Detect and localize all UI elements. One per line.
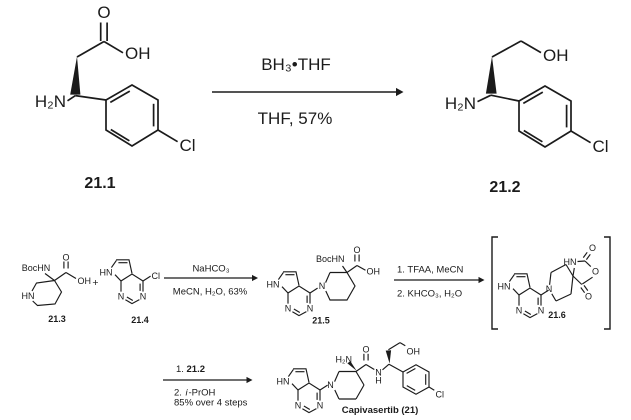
atom-label-n-piperidine: N [546, 284, 553, 294]
compound-label-21-3: 21.3 [48, 314, 66, 324]
atom-label-n-right: N [538, 305, 545, 315]
arrowhead [478, 276, 485, 284]
atom-label-carbonyl-o: O [362, 345, 369, 355]
conditions-below: MeCN, H₂O, 63% [173, 287, 248, 298]
atom-label-o-top: O [589, 243, 596, 253]
conditions-above: NaHCO₃ [192, 264, 229, 275]
stereo-wedge-bond [485, 56, 497, 94]
atom-label-n-left: N [295, 400, 302, 410]
atom-label-oh: OH [407, 347, 421, 357]
compound-label-21-1: 21.1 [84, 175, 115, 192]
reaction-arrow-top: BH₃•THF THF, 57% [212, 55, 404, 128]
stereo-wedge-bond [385, 350, 392, 364]
molecule-21-6: HN N N N HN O O O 21.6 [498, 243, 600, 320]
molecule-21-1: O OH H₂N Cl 21.1 [35, 3, 196, 192]
atom-label-n-left: N [285, 303, 292, 313]
arrowhead [246, 376, 253, 384]
conditions-line2-rest: -PrOH [189, 388, 216, 399]
stereo-wedge-bond [70, 56, 81, 95]
conditions-line1-compound-ref: 21.2 [187, 364, 206, 375]
atom-label-n-right: N [140, 291, 147, 301]
atom-label-hn: HN [267, 279, 280, 289]
atom-label-oh: OH [543, 46, 569, 65]
atom-label-n-piperidine: N [327, 380, 334, 390]
compound-label-capivasertib: Capivasertib (21) [342, 405, 419, 416]
reaction-arrow-step1: NaHCO₃ MeCN, H₂O, 63% [164, 264, 258, 298]
atom-label-oh: OH [125, 44, 151, 63]
atom-label-hn: HN [100, 267, 113, 277]
atom-label-hn: HN [498, 281, 511, 291]
atom-label-n-right: N [307, 303, 314, 313]
atom-label-cl: Cl [152, 271, 161, 281]
atom-label-h2n: H₂N [35, 92, 66, 111]
conditions-line2-number: 2. [174, 388, 182, 399]
compound-label-21-6: 21.6 [548, 310, 566, 320]
atom-label-bochn: BocHN [22, 263, 51, 273]
atom-label-cl: Cl [593, 137, 609, 156]
atom-label-cl: Cl [180, 136, 196, 155]
atom-label-oh: OH [78, 276, 92, 286]
arrowhead [396, 87, 404, 97]
atom-label-h2n: H₂N [336, 355, 353, 365]
atom-label-n-left: N [516, 305, 523, 315]
atom-label-bochn: BocHN [316, 254, 345, 264]
reaction-arrow-step3: 1. 21.2 2. i -PrOH 85% over 4 steps [163, 364, 253, 409]
atom-label-o-ring: O [592, 267, 599, 277]
conditions-line1: 1. TFAA, MeCN [397, 265, 463, 276]
conditions-line1-number: 1. [176, 364, 184, 375]
conditions-line2: 2. KHCO₃, H₂O [397, 289, 462, 300]
atom-label-n-left: N [118, 291, 125, 301]
atom-label-amide-n: N [375, 368, 382, 378]
atom-label-cl: Cl [436, 390, 445, 400]
conditions-line2-italic-i: i [186, 388, 189, 399]
plus-sign: + [92, 277, 98, 289]
atom-label-oh: OH [367, 267, 381, 277]
amine-wedge-bond [347, 361, 357, 371]
atom-label-hn-ring: HN [564, 257, 577, 267]
molecule-21-5: HN N N N BocHN O OH 21.5 [267, 245, 381, 326]
atom-label-hn: HN [22, 291, 35, 301]
intermediate-brackets [491, 236, 611, 330]
conditions-below: THF, 57% [258, 109, 333, 128]
atom-label-hn: HN [277, 376, 290, 386]
atom-label-carbonyl-o: O [353, 245, 360, 255]
molecule-capivasertib: HN N N N H₂N O N H OH Cl Capivasertib (2… [277, 342, 445, 416]
reaction-arrow-step2: 1. TFAA, MeCN 2. KHCO₃, H₂O [394, 265, 485, 300]
compound-label-21-4: 21.4 [131, 315, 149, 325]
atom-label-n-right: N [317, 400, 324, 410]
atom-label-h2n: H₂N [445, 94, 476, 113]
atom-label-o-bottom: O [585, 292, 592, 302]
atom-label-carbonyl-o: O [62, 253, 69, 263]
molecule-21-2: OH H₂N Cl 21.2 [445, 40, 609, 196]
atom-label-carbonyl-o: O [97, 3, 110, 22]
atom-label-amide-h: H [375, 376, 382, 386]
arrowhead [252, 274, 258, 282]
conditions-line3-yield: 85% over 4 steps [174, 398, 248, 409]
compound-label-21-5: 21.5 [312, 316, 330, 326]
molecule-21-3: BocHN HN O OH 21.3 [22, 253, 92, 325]
compound-label-21-2: 21.2 [489, 179, 520, 196]
conditions-above: BH₃•THF [261, 55, 331, 74]
atom-label-n-piperidine: N [319, 281, 326, 291]
molecule-21-4: HN N N Cl 21.4 [100, 259, 161, 325]
